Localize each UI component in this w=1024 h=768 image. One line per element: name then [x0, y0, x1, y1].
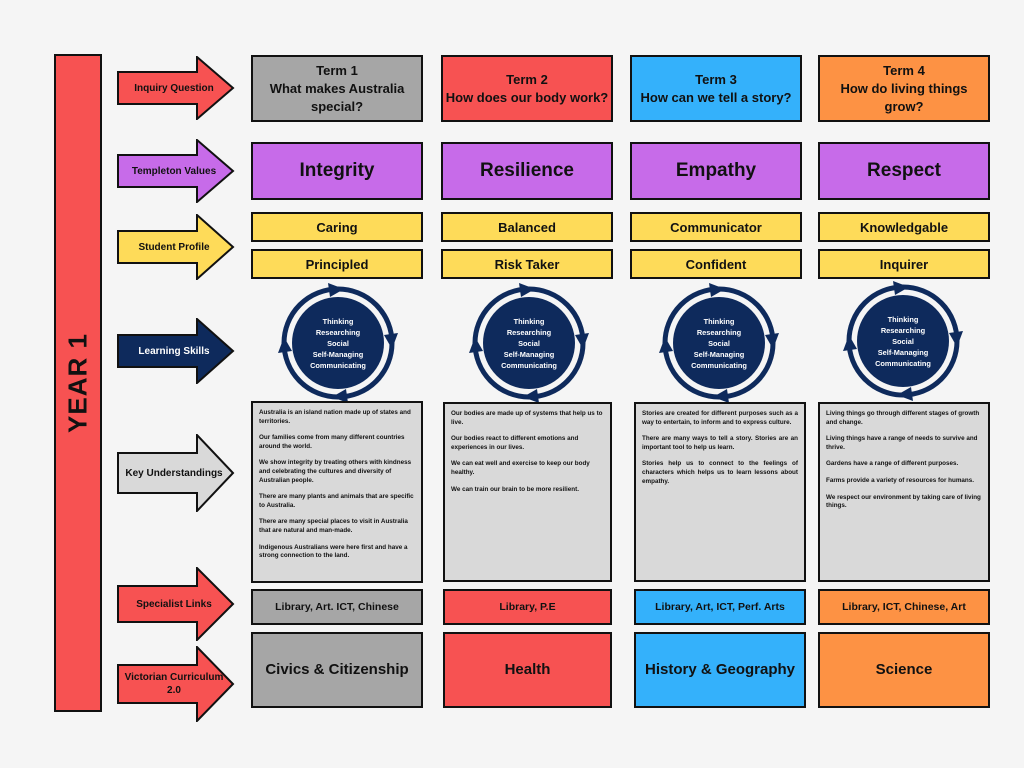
term-3-question: How can we tell a story? — [640, 89, 792, 105]
term-3-question-box: Term 3 How can we tell a story? — [630, 55, 802, 122]
arrow-key-understandings: Key Understandings — [117, 434, 235, 512]
term-2-profile-2: Risk Taker — [441, 249, 613, 279]
term-2-curriculum: Health — [443, 632, 612, 708]
arrow-learning-skills: Learning Skills — [117, 318, 235, 384]
term-4-specialist: Library, ICT, Chinese, Art — [818, 589, 990, 625]
term-1-profile-2: Principled — [251, 249, 423, 279]
learning-skills-label: Learning Skills — [138, 345, 210, 357]
term-3-value: Empathy — [630, 142, 802, 200]
understanding-item: Stories help us to connect to the feelin… — [642, 460, 798, 485]
understanding-item: We show integrity by treating others wit… — [259, 459, 412, 484]
understanding-item: Living things go through different stage… — [826, 410, 980, 426]
term-4-profile-1: Knowledgable — [818, 212, 990, 242]
term-4-key-understandings: Living things go through different stage… — [818, 402, 990, 582]
inquiry-question-label: Inquiry Question — [134, 82, 214, 94]
specialist-links-label: Specialist Links — [136, 598, 212, 610]
term-4-question-box: Term 4 How do living things grow? — [818, 55, 990, 122]
term-1-title: Term 1 — [316, 62, 358, 78]
understanding-item: Gardens have a range of different purpos… — [826, 460, 959, 468]
year-bar: YEAR 1 — [54, 54, 102, 712]
term-2-key-understandings: Our bodies are made up of systems that h… — [443, 402, 612, 582]
term-1-question-box: Term 1 What makes Australia special? — [251, 55, 423, 122]
term-3-profile-1: Communicator — [630, 212, 802, 242]
arrow-student-profile: Student Profile — [117, 214, 235, 280]
understanding-item: There are many special places to visit i… — [259, 518, 408, 534]
term-3-curriculum: History & Geography — [634, 632, 806, 708]
understanding-item: We can train our brain to be more resili… — [451, 485, 579, 493]
term-4-value: Respect — [818, 142, 990, 200]
arrow-victorian-curriculum: Victorian Curriculum 2.0 — [117, 646, 235, 722]
understanding-item: Farms provide a variety of resources for… — [826, 476, 975, 484]
cycle-arrows-icon — [278, 283, 398, 403]
understanding-item: Our bodies react to different emotions a… — [451, 435, 579, 451]
term-2-title: Term 2 — [506, 71, 548, 87]
understanding-item: Stories are created for different purpos… — [642, 410, 798, 426]
understanding-item: Living things have a range of needs to s… — [826, 435, 978, 451]
term-4-question: How do living things grow? — [840, 80, 968, 114]
term-3-specialist: Library, Art, ICT, Perf. Arts — [634, 589, 806, 625]
cycle-arrows-icon — [469, 283, 589, 403]
term-1-question: What makes Australia special? — [269, 80, 405, 114]
arrow-templeton-values: Templeton Values — [117, 139, 235, 203]
term-1-value: Integrity — [251, 142, 423, 200]
term-1-key-understandings: Australia is an island nation made up of… — [251, 401, 423, 583]
victorian-curriculum-label: Victorian Curriculum 2.0 — [124, 672, 224, 696]
understanding-item: Our bodies are made up of systems that h… — [451, 410, 603, 426]
term-3-profile-2: Confident — [630, 249, 802, 279]
understanding-item: There are many ways to tell a story. Sto… — [642, 435, 798, 451]
cycle-arrows-icon — [843, 281, 963, 401]
term-2-value: Resilience — [441, 142, 613, 200]
understanding-item: Indigenous Australians were here first a… — [259, 543, 408, 560]
term-1-profile-1: Caring — [251, 212, 423, 242]
arrow-specialist-links: Specialist Links — [117, 567, 235, 641]
arrow-inquiry-question: Inquiry Question — [117, 56, 235, 120]
student-profile-label: Student Profile — [138, 241, 210, 253]
key-understandings-label: Key Understandings — [125, 467, 223, 479]
term-2-specialist: Library, P.E — [443, 589, 612, 625]
year-label: YEAR 1 — [62, 333, 93, 433]
term-4-profile-2: Inquirer — [818, 249, 990, 279]
term-4-title: Term 4 — [883, 62, 925, 78]
understanding-item: Australia is an island nation made up of… — [259, 409, 411, 425]
understanding-item: We respect our environment by taking car… — [826, 493, 981, 510]
cycle-arrows-icon — [659, 283, 779, 403]
templeton-values-label: Templeton Values — [131, 165, 217, 177]
term-2-question-box: Term 2 How does our body work? — [441, 55, 613, 122]
term-3-key-understandings: Stories are created for different purpos… — [634, 402, 806, 582]
understanding-item: Our families come from many different co… — [259, 434, 405, 450]
term-2-profile-1: Balanced — [441, 212, 613, 242]
term-1-specialist: Library, Art. ICT, Chinese — [251, 589, 423, 625]
term-1-curriculum: Civics & Citizenship — [251, 632, 423, 708]
term-3-title: Term 3 — [695, 71, 737, 87]
term-4-curriculum: Science — [818, 632, 990, 708]
term-2-question: How does our body work? — [445, 89, 609, 105]
understanding-item: There are many plants and animals that a… — [259, 493, 414, 509]
understanding-item: We can eat well and exercise to keep our… — [451, 460, 590, 476]
